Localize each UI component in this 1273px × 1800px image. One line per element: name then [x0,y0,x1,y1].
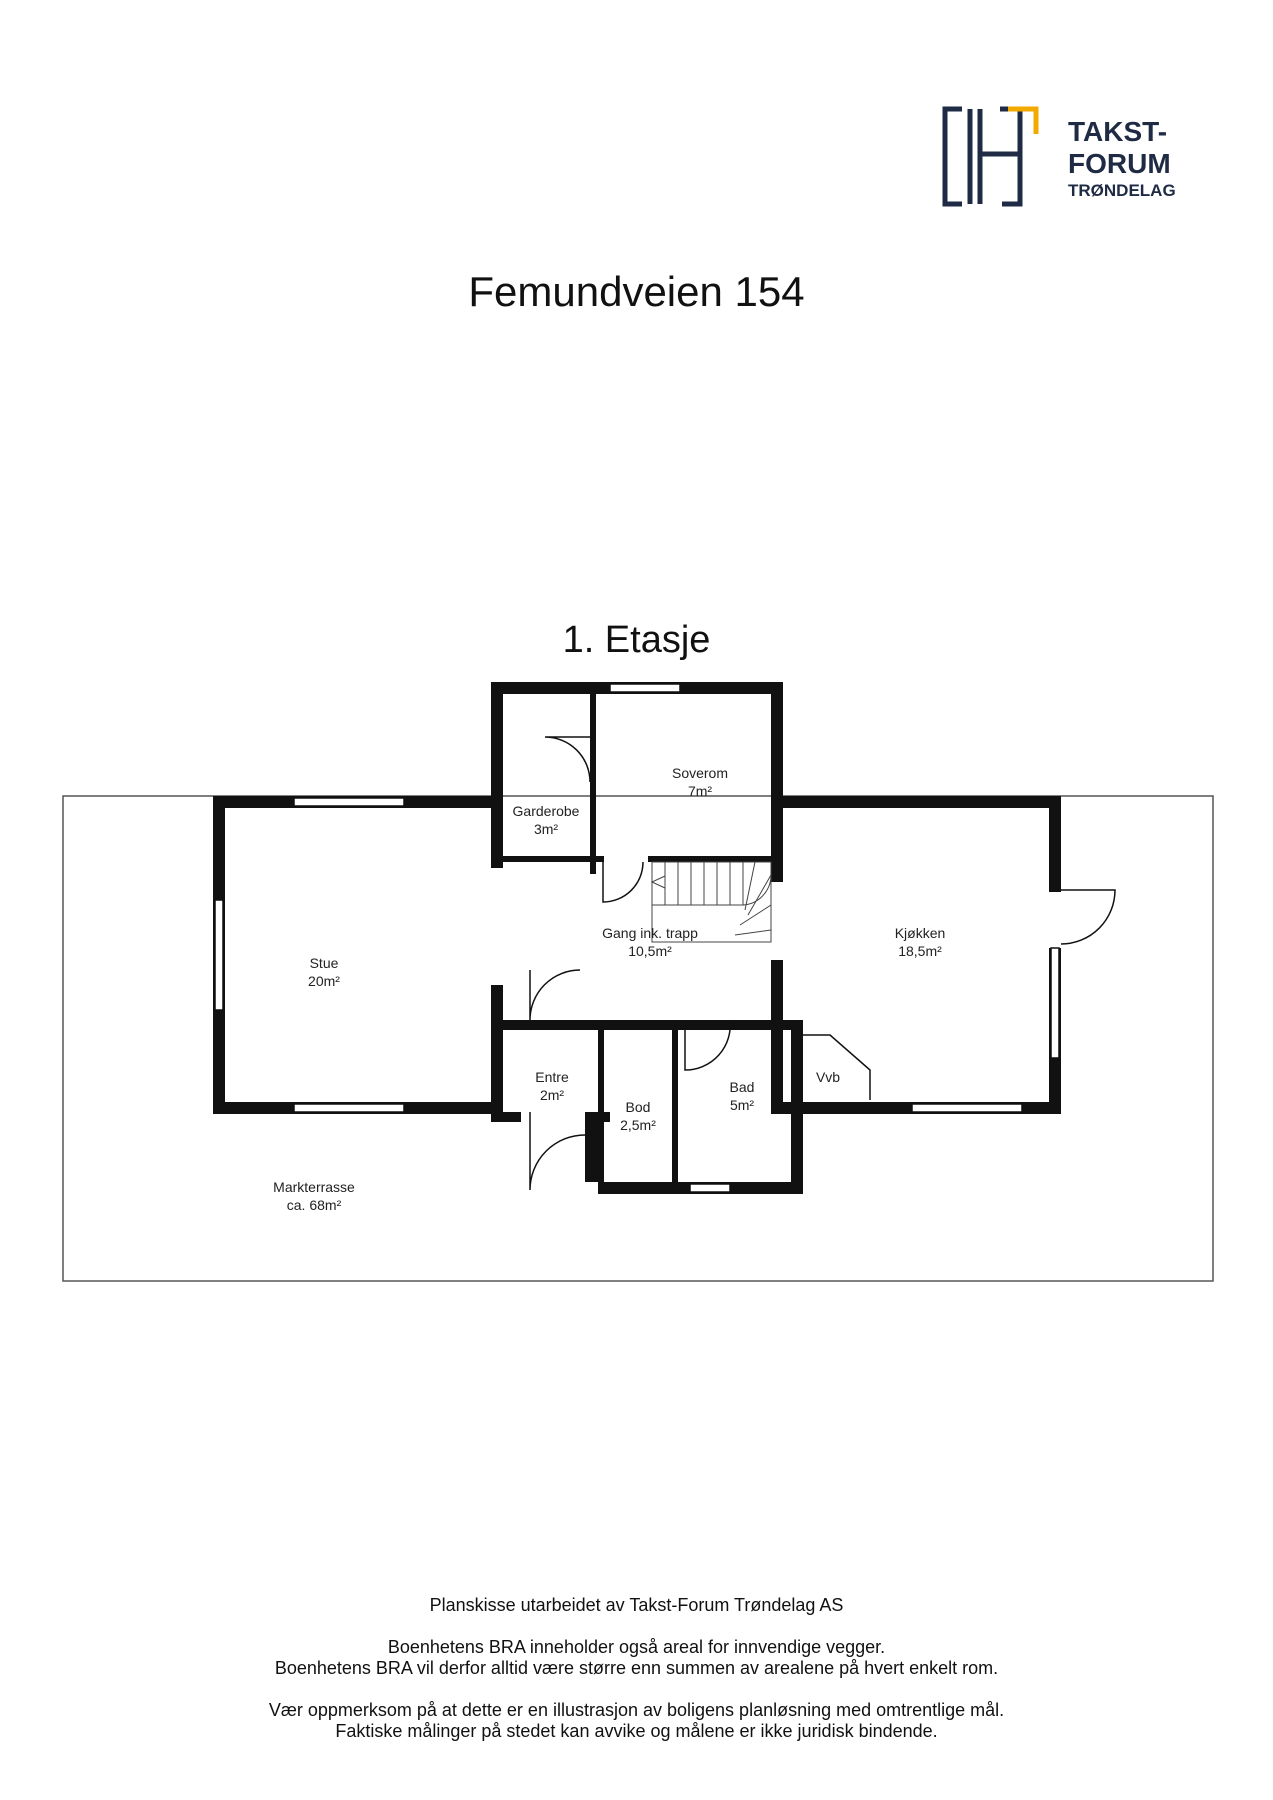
room-kjokken-name: Kjøkken [895,925,946,941]
room-garderobe-name: Garderobe [513,803,580,819]
doors [529,736,1116,1191]
room-stue-area: 20m² [308,973,340,989]
room-entre-name: Entre [535,1069,569,1085]
company-logo: TAKST- FORUM TRØNDELAG [940,104,1200,214]
room-bod-name: Bod [626,1099,651,1115]
footer-bra-note-2: Boenhetens BRA vil derfor alltid være st… [274,1658,999,1678]
footer-disclaimer-2: Faktiske målinger på stedet kan avvike o… [335,1721,938,1741]
room-vvb-name: Vvb [816,1069,840,1085]
staircase [650,861,772,943]
logo-line2: FORUM [1068,148,1171,179]
terrace-outline [62,795,1214,1282]
room-soverom-area: 7m² [688,783,712,799]
footer-bra-note-1: Boenhetens BRA inneholder også areal for… [387,1637,886,1657]
room-gang-name: Gang ink. trapp [602,925,698,941]
room-bod-area: 2,5m² [620,1117,656,1133]
footer-notes: Planskisse utarbeidet av Takst-Forum Trø… [0,1595,1273,1742]
room-entre-area: 2m² [540,1087,564,1103]
room-bad-name: Bad [730,1079,755,1095]
room-garderobe-area: 3m² [534,821,558,837]
room-gang-area: 10,5m² [628,943,672,959]
footer-credit: Planskisse utarbeidet av Takst-Forum Trø… [429,1595,844,1615]
page-title: Femundveien 154 [468,268,805,315]
room-kjokken-area: 18,5m² [898,943,942,959]
room-stue-name: Stue [310,955,339,971]
windows [214,683,1060,1193]
room-soverom-name: Soverom [672,765,728,781]
logo-mark-icon [942,106,1039,207]
room-markterrasse-name: Markterrasse [273,1179,355,1195]
room-markterrasse-area: ca. 68m² [287,1197,342,1213]
footer-disclaimer-1: Vær oppmerksom på at dette er en illustr… [268,1700,1005,1720]
floor-title: 1. Etasje [562,619,711,661]
room-bad-area: 5m² [730,1097,754,1113]
logo-line3: TRØNDELAG [1068,181,1176,200]
logo-line1: TAKST- [1068,116,1168,147]
